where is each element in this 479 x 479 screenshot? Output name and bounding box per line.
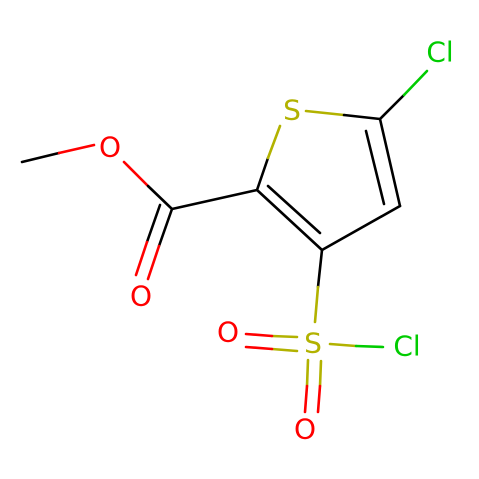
bond-c2-sulfur (255, 124, 282, 192)
bond-c3-c2-double (255, 184, 324, 252)
bond-c5-chlorine (378, 69, 429, 121)
bond-sulfonyl-oxygen-left (244, 332, 299, 353)
bond-sulfonyl-oxygen-bottom (303, 358, 323, 414)
bond-carbonyl-double (134, 203, 174, 281)
ether-oxygen-label: O (99, 131, 121, 164)
bond-c4-c3 (320, 204, 402, 252)
sulfonyl-chlorine-label: Cl (393, 330, 420, 363)
sulfonyl-oxygen-bottom-label: O (294, 413, 316, 446)
ring-sulfur-label: S (283, 94, 301, 127)
sulfonyl-oxygen-left-label: O (217, 316, 239, 349)
bond-methyl-oxygen (20, 143, 96, 164)
bond-sulfonyl-chlorine (328, 342, 385, 349)
bond-c5-c4-double (364, 117, 402, 208)
bond-carbonyl-ring (170, 188, 259, 211)
carbonyl-oxygen-label: O (130, 280, 152, 313)
bond-oxygen-carbonyl-carbon (122, 160, 174, 211)
sulfonyl-sulfur-label: S (304, 327, 322, 360)
ring-chlorine-label: Cl (426, 36, 453, 69)
bond-sulfur-c5 (304, 109, 382, 121)
bond-c3-sulfonyl (313, 248, 324, 324)
